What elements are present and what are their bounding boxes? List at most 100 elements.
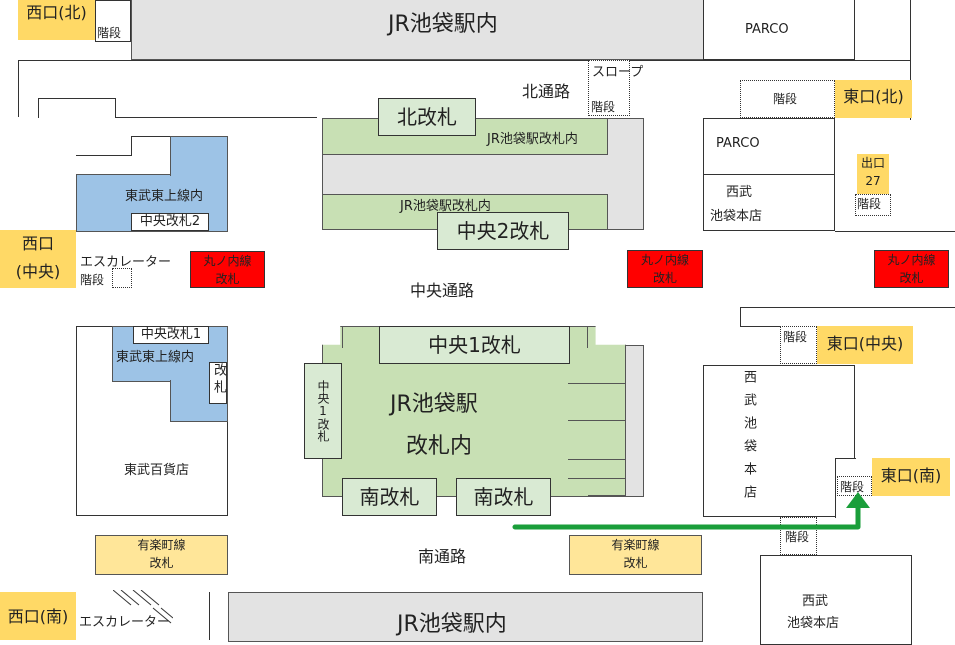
exit-27-number: 27 [865, 174, 881, 188]
gate-label: 改札 [215, 272, 240, 286]
escalator-icon [112, 589, 174, 624]
parco-top-block [703, 0, 855, 60]
south-gate-right: 南改札 [456, 478, 551, 516]
inside-gate-label: 改札内 [406, 434, 473, 459]
jr-inside-gate-lower-label: JR池袋駅改札内 [400, 199, 491, 214]
wall [740, 326, 780, 327]
marunouchi-gate-left: 丸ノ内線 改札 [190, 251, 265, 288]
tobu-tojo-bottom-label: 東武東上線内 [116, 350, 195, 365]
seibu-label: 西武 [726, 185, 753, 200]
stairs-top-left [95, 0, 131, 42]
central-gate2-box: 中央改札2 [131, 213, 209, 231]
wall [209, 592, 210, 640]
stairs-label: 階段 [783, 330, 808, 344]
stairs-label: 階段 [840, 480, 865, 494]
wall [740, 307, 741, 327]
seibu-building [703, 365, 855, 517]
wall [18, 60, 588, 61]
stairs-west-central [112, 268, 132, 288]
central2-gate-box: 中央2改札 [437, 212, 569, 250]
marunouchi-label: 丸ノ内線 [203, 254, 252, 268]
marunouchi-gate-center: 丸ノ内線 改札 [627, 250, 703, 288]
exit-west-south: 西口(南) [0, 592, 76, 640]
north-gate-box: 北改札 [378, 98, 476, 136]
jr-station-bottom-block [228, 592, 703, 642]
tobu-tojo-top-area-extra [170, 136, 228, 176]
stairs-east-north [740, 80, 835, 118]
wall [703, 174, 835, 175]
wall [910, 0, 911, 120]
exit-west-central: 西口 (中央) [0, 230, 76, 288]
stairs-east-central [780, 326, 817, 364]
stairs-label: 階段 [785, 530, 810, 544]
wall [38, 98, 116, 99]
jr-station-top-block [131, 0, 704, 60]
seibu-store-label: 池袋本店 [710, 209, 763, 224]
tobu-dept-label: 東武百貨店 [124, 463, 190, 478]
jr-station-bottom-label: JR池袋駅内 [397, 612, 507, 637]
stairs-label: 階段 [80, 273, 105, 287]
stairs-exit27 [855, 194, 891, 216]
jr-station-main-right2 [568, 459, 626, 479]
parco-mid-label: PARCO [716, 136, 760, 151]
stairs-seibu-bottom [780, 517, 817, 555]
stairs-label: 階段 [857, 197, 882, 211]
parco-top-label: PARCO [745, 22, 789, 37]
stairs-label: 階段 [97, 26, 122, 40]
exit-west-central-line1: 西口 [21, 234, 54, 253]
jr-station-main-body [322, 345, 588, 497]
wall [131, 136, 171, 137]
marunouchi-label: 丸ノ内線 [640, 253, 689, 267]
central-passage-label: 中央通路 [410, 281, 475, 300]
exit-east-north: 東口(北) [835, 80, 912, 118]
exit-27: 出口 27 [857, 154, 889, 194]
south-passage-label: 南通路 [418, 547, 467, 566]
kaisatsu-vertical-box: 改札 [209, 362, 227, 404]
seibu-vertical-label: 西武池袋本店 [741, 370, 756, 508]
escalator-bottom-lines [112, 589, 174, 630]
jr-station-main-right [568, 383, 626, 421]
wall [131, 136, 132, 156]
stairs-east-south [837, 476, 872, 496]
stairs-label: 階段 [773, 92, 798, 106]
seibu-bottom-building [760, 555, 912, 645]
wall [18, 60, 19, 117]
wall [630, 60, 910, 61]
jr-station-top-label: JR池袋駅内 [388, 12, 498, 37]
slope-label: スロープ [592, 65, 644, 80]
gate-label: 改札 [652, 271, 677, 285]
south-gate-left: 南改札 [342, 478, 437, 516]
gate-label: 改札 [149, 556, 174, 570]
seibu-bottom-store-label: 池袋本店 [787, 616, 840, 631]
exit-east-central: 東口(中央) [817, 326, 913, 364]
wall [835, 231, 955, 232]
wall [115, 98, 116, 118]
tobu-tojo-top-label: 東武東上線内 [125, 189, 204, 204]
central1-gate-box: 中央1改札 [379, 326, 570, 364]
jr-station-label: JR池袋駅 [390, 392, 478, 417]
north-passage-label: 北通路 [522, 82, 571, 101]
exit-west-central-line2: (中央) [15, 262, 61, 281]
central-gate1-box: 中央改札1 [133, 326, 209, 344]
wall [115, 117, 317, 118]
yurakucho-gate-right: 有楽町線 改札 [569, 535, 702, 575]
marunouchi-gate-right: 丸ノ内線 改札 [874, 250, 949, 288]
escalator-label: エスカレーター [80, 255, 172, 270]
seibu-bottom-label: 西武 [802, 594, 829, 609]
yurakucho-gate-left: 有楽町線 改札 [95, 535, 228, 575]
wall [38, 98, 39, 118]
yurakucho-label: 有楽町線 [611, 538, 660, 552]
central1-vertical-gate: 中央1改札 [304, 363, 342, 459]
jr-inside-gate-upper-label: JR池袋駅改札内 [487, 132, 578, 147]
wall [76, 155, 131, 156]
exit-west-north: 西口(北) [18, 0, 95, 40]
escalator-bottom-label: エスカレーター [79, 615, 171, 630]
stairs-label: 階段 [591, 100, 616, 114]
slope-box [588, 60, 630, 116]
wall [740, 307, 955, 308]
exit-27-label: 出口 [860, 156, 885, 170]
gate-label: 改札 [899, 271, 924, 285]
marunouchi-label: 丸ノ内線 [887, 253, 936, 267]
yurakucho-label: 有楽町線 [137, 538, 186, 552]
